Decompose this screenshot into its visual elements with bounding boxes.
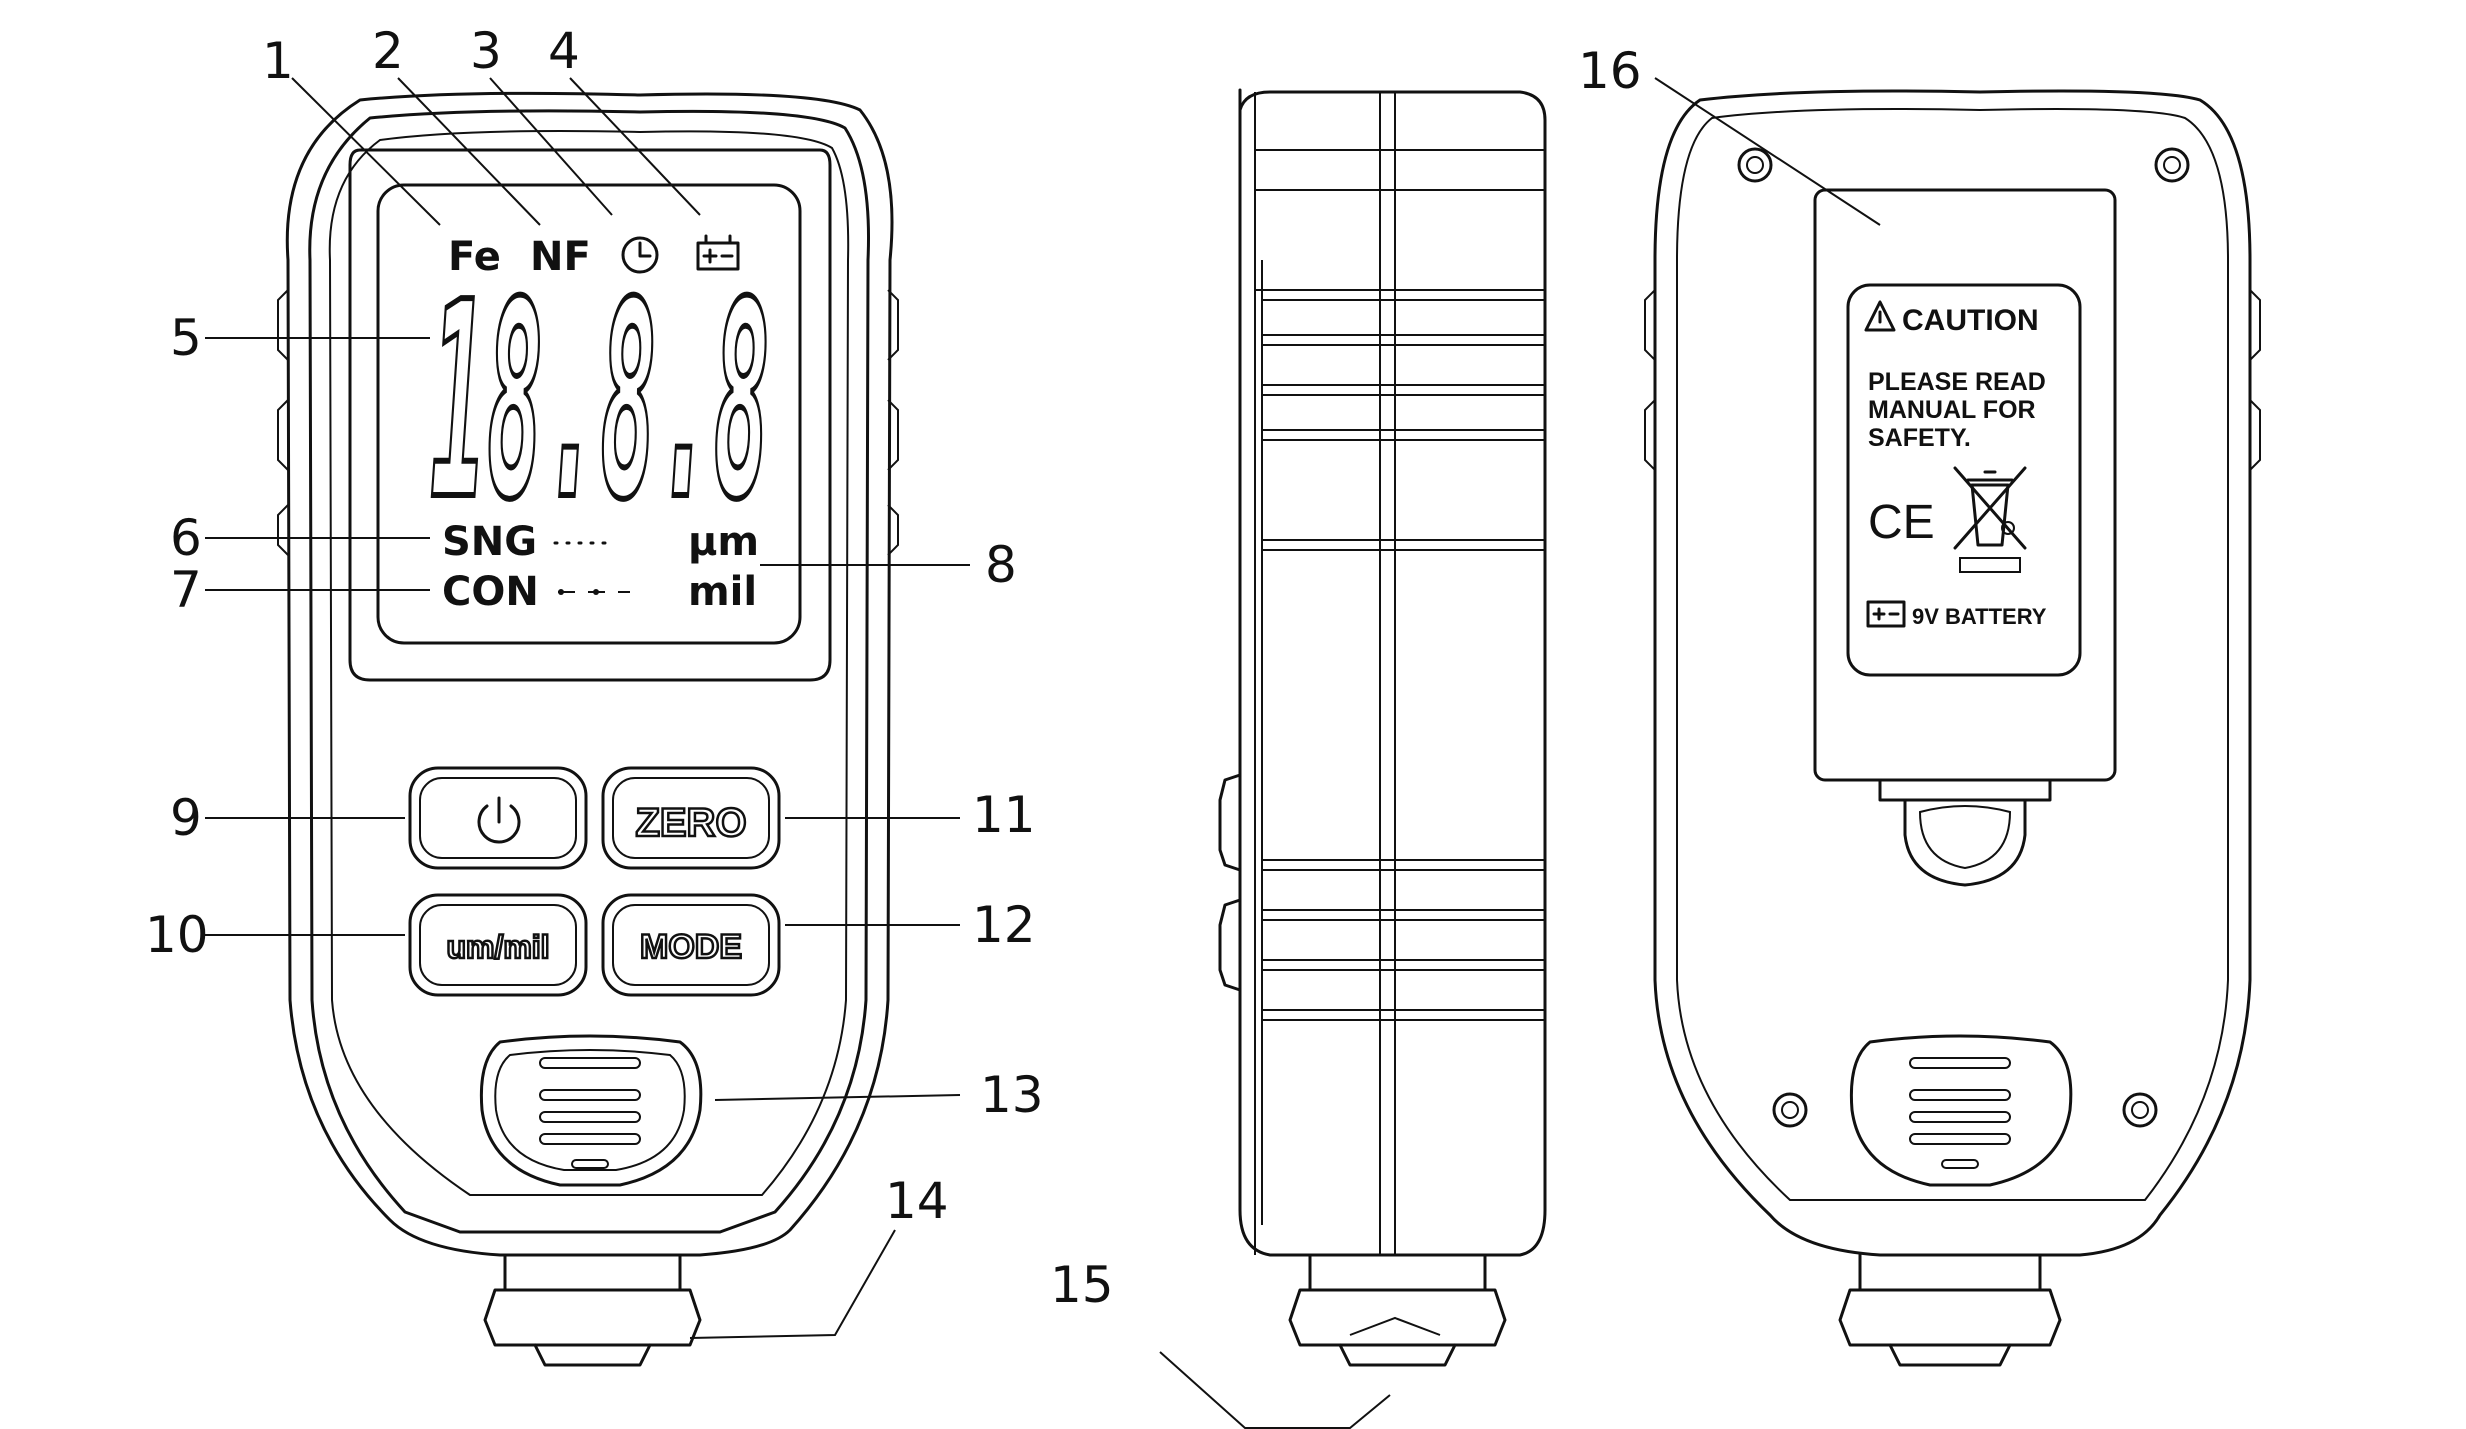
mil-indicator: mil — [688, 569, 757, 615]
callout-12: 12 — [972, 896, 1036, 954]
front-view: Fe NF 18.8.8 SNG CON μm mil — [277, 91, 899, 1367]
battery-label-text: 9V BATTERY — [1912, 604, 2047, 629]
callout-1: 1 — [262, 32, 294, 90]
power-icon — [477, 796, 521, 844]
callout-11: 11 — [972, 786, 1036, 844]
callout-10: 10 — [145, 906, 209, 964]
mode-button-label: MODE — [640, 928, 742, 966]
lcd-digits: 18.8.8 — [430, 244, 770, 559]
con-dot-1 — [558, 589, 564, 595]
front-probe — [483, 1253, 702, 1367]
callout-2: 2 — [372, 22, 404, 80]
mode-button[interactable]: MODE — [601, 893, 781, 997]
sng-indicator: SNG — [442, 519, 537, 565]
callout-4: 4 — [548, 22, 580, 80]
caution-title: CAUTION — [1902, 304, 2039, 337]
weee-bin-icon — [1953, 466, 2027, 573]
callout-8: 8 — [985, 536, 1017, 594]
um-indicator: μm — [688, 519, 759, 565]
con-dot-2 — [593, 589, 599, 595]
callout-15: 15 — [1050, 1256, 1114, 1314]
battery-label-icon — [1866, 600, 1906, 628]
callout-6: 6 — [170, 509, 202, 567]
callout-7: 7 — [170, 561, 202, 619]
screw-top-left — [1737, 147, 1773, 183]
nf-indicator: NF — [530, 234, 591, 280]
callout-16: 16 — [1578, 42, 1642, 100]
con-indicator: CON — [442, 569, 539, 615]
caution-line-3: SAFETY. — [1868, 424, 1971, 452]
warning-icon — [1864, 300, 1896, 332]
callout-5: 5 — [170, 309, 202, 367]
back-speaker-grille — [1849, 1034, 2073, 1187]
caution-label — [1846, 283, 2082, 677]
battery-icon — [696, 234, 740, 271]
back-view: CAUTION PLEASE READ MANUAL FOR SAFETY. C… — [1644, 89, 2261, 1367]
callout-14: 14 — [885, 1172, 949, 1230]
screw-bottom-left — [1772, 1092, 1808, 1128]
unit-button[interactable]: um/mil — [408, 893, 588, 997]
zero-button-label: ZERO — [635, 801, 746, 845]
callout-numbers: 1 2 3 4 5 6 7 8 9 10 11 12 13 14 15 16 — [145, 22, 1642, 1314]
clock-icon — [621, 236, 659, 274]
power-button[interactable] — [408, 766, 588, 870]
screw-top-right — [2154, 147, 2190, 183]
caution-line-1: PLEASE READ — [1868, 368, 2046, 396]
caution-line-2: MANUAL FOR — [1868, 396, 2036, 424]
battery-cover — [1813, 188, 2117, 782]
callout-3: 3 — [470, 22, 502, 80]
callout-13: 13 — [980, 1066, 1044, 1124]
unit-button-label: um/mil — [446, 929, 549, 965]
screw-bottom-right — [2122, 1092, 2158, 1128]
callout-lines — [205, 77, 1881, 1429]
speaker-grille — [479, 1034, 703, 1187]
ce-mark: CE — [1868, 496, 1935, 549]
zero-button[interactable]: ZERO — [601, 766, 781, 870]
side-view — [1218, 88, 1547, 1367]
fe-indicator: Fe — [448, 234, 501, 280]
callout-9: 9 — [170, 789, 202, 847]
